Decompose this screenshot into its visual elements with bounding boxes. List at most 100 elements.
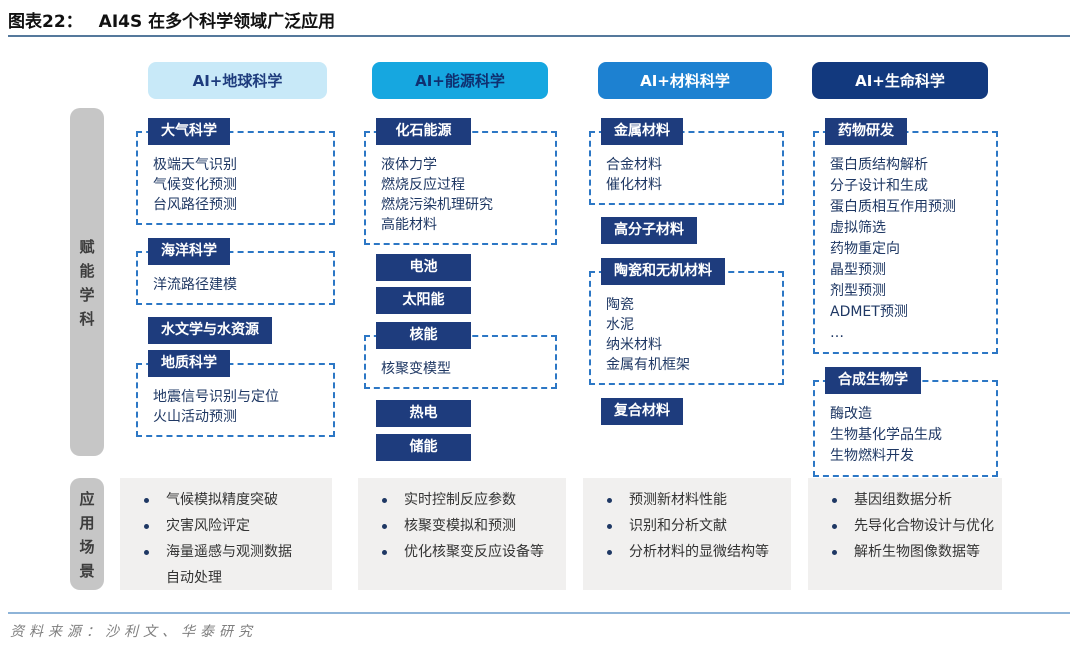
group-geology: 地质科学 地震信号识别与定位 火山活动预测 — [135, 350, 335, 437]
items-box: 酶改造 生物基化学品生成 生物燃料开发 — [813, 380, 998, 477]
header-ai-material-science: AI+材料科学 — [598, 62, 772, 99]
column-earth-science: 大气科学 极端天气识别 气候变化预测 台风路径预测 海洋科学 洋流路径建模 水文… — [135, 112, 335, 437]
bullet-dot-icon — [144, 524, 149, 529]
scenario-text: 气候模拟精度突破 — [166, 492, 278, 508]
discipline-item: 水泥 — [606, 317, 634, 333]
scenario-box-earth: 气候模拟精度突破 灾害风险评定 海量遥感与观测数据自动处理 — [120, 478, 332, 590]
bullet-dot-icon — [832, 524, 837, 529]
scenario-text: 预测新材料性能 — [629, 492, 727, 508]
items-box: 蛋白质结构解析 分子设计和生成 蛋白质相互作用预测 虚拟筛选 药物重定向 晶型预… — [813, 131, 998, 354]
scenario-box-material: 预测新材料性能 识别和分析文献 分析材料的显微结构等 — [583, 478, 791, 590]
scenario-text: 分析材料的显微结构等 — [629, 544, 769, 560]
items-box: 极端天气识别 气候变化预测 台风路径预测 — [136, 131, 335, 225]
side-label-scenarios: 应用场景 — [70, 478, 104, 590]
badge-solar-energy: 太阳能 — [376, 287, 471, 314]
figure-title-text: AI4S 在多个科学领域广泛应用 — [98, 12, 336, 32]
discipline-item: 纳米材料 — [606, 337, 662, 353]
group-nuclear-energy: 核能 核聚变模型 — [363, 322, 557, 389]
badge-geology: 地质科学 — [148, 350, 230, 377]
side-label-disciplines: 赋能学科 — [70, 108, 104, 456]
scenario-box-energy: 实时控制反应参数 核聚变模拟和预测 优化核聚变反应设备等 — [358, 478, 566, 590]
badge-hydrology: 水文学与水资源 — [148, 317, 272, 344]
group-composite-materials: 复合材料 — [588, 398, 784, 425]
scenario-item: 分析材料的显微结构等 — [601, 539, 785, 565]
badge-energy-storage: 储能 — [376, 434, 471, 461]
header-ai-earth-science: AI+地球科学 — [148, 62, 327, 99]
header-ai-life-science: AI+生命科学 — [812, 62, 988, 99]
badge-thermoelectric: 热电 — [376, 400, 471, 427]
scenario-text: 核聚变模拟和预测 — [404, 518, 516, 534]
discipline-item: 气候变化预测 — [153, 177, 237, 193]
scenario-item: 预测新材料性能 — [601, 487, 785, 513]
discipline-item: 金属有机框架 — [606, 357, 690, 373]
discipline-item: 燃烧反应过程 — [381, 177, 465, 193]
column-energy-science: 化石能源 液体力学 燃烧反应过程 燃烧污染机理研究 高能材料 电池 太阳能 核能… — [363, 112, 557, 461]
badge-polymer-materials: 高分子材料 — [601, 217, 697, 244]
scenario-item: 解析生物图像数据等 — [826, 539, 996, 565]
badge-ceramic-inorganic-materials: 陶瓷和无机材料 — [601, 258, 725, 285]
scenario-text: 解析生物图像数据等 — [854, 544, 980, 560]
scenario-item: 气候模拟精度突破 — [138, 487, 326, 513]
discipline-item: 药物重定向 — [830, 241, 900, 257]
discipline-item: 液体力学 — [381, 157, 437, 173]
group-metal-materials: 金属材料 合金材料 催化材料 — [588, 118, 784, 205]
badge-battery: 电池 — [376, 254, 471, 281]
figure-number: 图表22： — [8, 12, 83, 32]
group-solar-energy: 太阳能 — [363, 287, 557, 314]
group-battery: 电池 — [363, 254, 557, 281]
discipline-item: 分子设计和生成 — [830, 178, 928, 194]
discipline-item: 生物基化学品生成 — [830, 427, 942, 443]
group-fossil-energy: 化石能源 液体力学 燃烧反应过程 燃烧污染机理研究 高能材料 — [363, 118, 557, 245]
items-box: 陶瓷 水泥 纳米材料 金属有机框架 — [589, 271, 784, 385]
badge-fossil-energy: 化石能源 — [376, 118, 471, 145]
scenario-item: 核聚变模拟和预测 — [376, 513, 560, 539]
group-drug-development: 药物研发 蛋白质结构解析 分子设计和生成 蛋白质相互作用预测 虚拟筛选 药物重定… — [812, 118, 998, 354]
items-box: 液体力学 燃烧反应过程 燃烧污染机理研究 高能材料 — [364, 131, 557, 245]
figure-title: 图表22： AI4S 在多个科学领域广泛应用 — [8, 7, 335, 32]
group-synthetic-biology: 合成生物学 酶改造 生物基化学品生成 生物燃料开发 — [812, 367, 998, 477]
header-ai-energy-science: AI+能源科学 — [372, 62, 548, 99]
bullet-dot-icon — [832, 550, 837, 555]
bullet-dot-icon — [382, 498, 387, 503]
bullet-dot-icon — [144, 550, 149, 555]
badge-metal-materials: 金属材料 — [601, 118, 683, 145]
discipline-item: 陶瓷 — [606, 297, 634, 313]
bullet-dot-icon — [832, 498, 837, 503]
bullet-dot-icon — [382, 524, 387, 529]
discipline-item: 燃烧污染机理研究 — [381, 197, 493, 213]
bullet-dot-icon — [382, 550, 387, 555]
scenario-box-life: 基因组数据分析 先导化合物设计与优化 解析生物图像数据等 — [808, 478, 1002, 590]
badge-nuclear-energy: 核能 — [376, 322, 471, 349]
bullet-dot-icon — [607, 498, 612, 503]
items-box: 洋流路径建模 — [136, 251, 335, 305]
discipline-item: 极端天气识别 — [153, 157, 237, 173]
scenario-text: 实时控制反应参数 — [404, 492, 516, 508]
badge-synthetic-biology: 合成生物学 — [825, 367, 921, 394]
title-divider — [8, 35, 1070, 37]
discipline-item: … — [830, 325, 844, 341]
items-box: 合金材料 催化材料 — [589, 131, 784, 205]
discipline-item: 高能材料 — [381, 217, 437, 233]
discipline-item: 地震信号识别与定位 — [153, 389, 279, 405]
group-polymer-materials: 高分子材料 — [588, 217, 784, 244]
group-energy-storage: 储能 — [363, 434, 557, 461]
discipline-item: 核聚变模型 — [381, 361, 451, 377]
scenario-item: 先导化合物设计与优化 — [826, 513, 996, 539]
bullet-dot-icon — [607, 524, 612, 529]
scenario-item: 海量遥感与观测数据自动处理 — [138, 539, 326, 590]
group-ocean-science: 海洋科学 洋流路径建模 — [135, 238, 335, 305]
column-material-science: 金属材料 合金材料 催化材料 高分子材料 陶瓷和无机材料 陶瓷 水泥 纳米材料 … — [588, 112, 784, 425]
scenario-item: 灾害风险评定 — [138, 513, 326, 539]
discipline-item: 台风路径预测 — [153, 197, 237, 213]
bullet-dot-icon — [607, 550, 612, 555]
scenario-text: 识别和分析文献 — [629, 518, 727, 534]
scenario-text: 灾害风险评定 — [166, 518, 250, 534]
scenario-item: 基因组数据分析 — [826, 487, 996, 513]
discipline-item: 洋流路径建模 — [153, 277, 237, 293]
discipline-item: 晶型预测 — [830, 262, 886, 278]
bullet-dot-icon — [144, 498, 149, 503]
group-thermoelectric: 热电 — [363, 400, 557, 427]
discipline-item: ADMET预测 — [830, 304, 908, 320]
scenario-text: 海量遥感与观测数据自动处理 — [166, 544, 292, 586]
